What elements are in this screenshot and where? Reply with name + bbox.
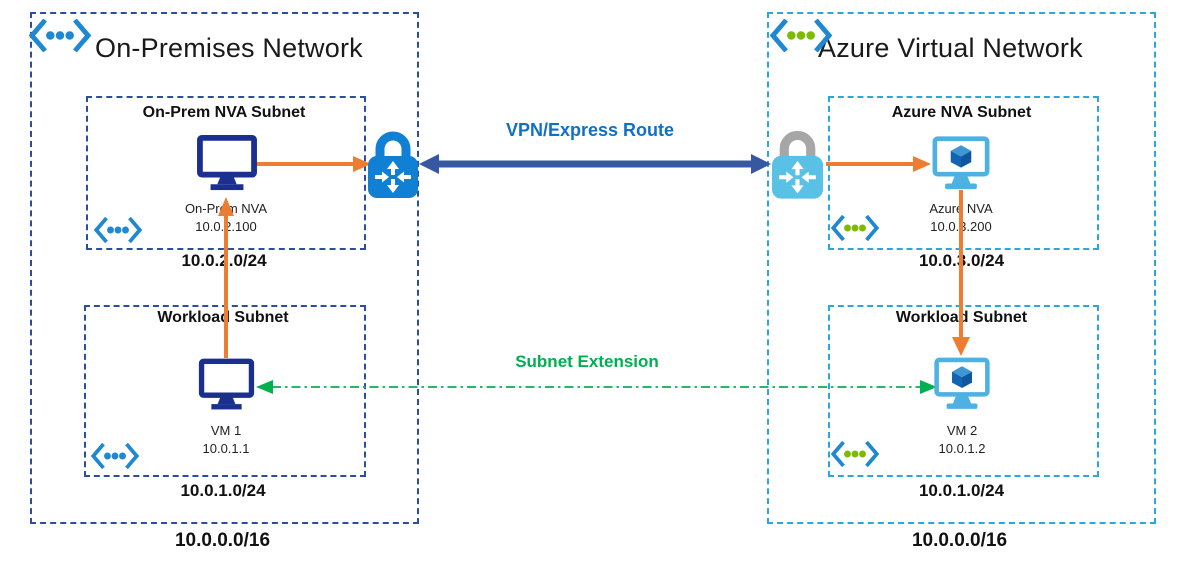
vm2-name: VM 2 xyxy=(946,423,978,438)
vpn-express-route-arrow xyxy=(419,154,771,174)
cube-glyph xyxy=(950,145,972,168)
azure-vnet-icon xyxy=(770,19,832,52)
vpn-express-route-label: VPN/Express Route xyxy=(505,120,675,140)
onprem-workload-subnet-icon xyxy=(91,443,139,469)
monitor-icon xyxy=(198,358,255,410)
subnet-icon xyxy=(94,217,142,243)
subnet-icon xyxy=(831,215,879,241)
azure-network-title: Azure Virtual Network xyxy=(818,33,1083,63)
onprem-network-box xyxy=(30,12,419,524)
onprem-nva-monitor-icon xyxy=(196,134,258,192)
onprem-workload-subnet-title: Workload Subnet xyxy=(157,309,289,326)
onprem-nva-subnet-title: On-Prem NVA Subnet xyxy=(142,104,306,121)
monitor-icon xyxy=(197,134,257,191)
azure-workload-subnet-icon xyxy=(831,441,879,467)
onprem-workload-subnet-cidr: 10.0.1.0/24 xyxy=(180,481,266,500)
azure-workload-subnet-cidr: 10.0.1.0/24 xyxy=(918,481,1005,500)
vm1-monitor-icon xyxy=(198,356,255,413)
azure-nva-subnet-icon xyxy=(831,215,879,241)
azure-workload-subnet-box xyxy=(828,305,1099,477)
vm2-azure-vm-icon xyxy=(933,355,991,412)
route-arrows-glyph xyxy=(779,160,816,194)
azure-vm-icon xyxy=(932,136,990,190)
lock-route-icon xyxy=(368,131,418,198)
onprem-nva-subnet-cidr: 10.0.2.0/24 xyxy=(181,251,267,270)
onprem-nva-subnet-icon xyxy=(94,217,142,243)
virtual-network-icon xyxy=(29,19,91,52)
azure-gateway-lock-icon xyxy=(771,128,824,200)
vm1-to-onprem-nva-arrow xyxy=(218,197,234,358)
azure-network-box xyxy=(767,12,1156,524)
onprem-gateway-lock-icon xyxy=(367,128,419,200)
azure-nva-subnet-box xyxy=(828,96,1099,250)
onprem-network-cidr: 10.0.0.0/16 xyxy=(174,530,271,551)
azure-nva-to-vm2-arrow xyxy=(952,190,970,356)
subnet-icon xyxy=(831,441,879,467)
gateway-to-azure-nva-arrow xyxy=(826,156,931,172)
onprem-nva-to-gateway-arrow xyxy=(257,156,371,172)
cube-glyph xyxy=(952,366,972,389)
route-arrows-glyph xyxy=(375,161,411,193)
subnet-extension-line xyxy=(256,380,937,394)
virtual-network-icon xyxy=(770,19,832,52)
vm2-ip: 10.0.1.2 xyxy=(938,441,986,456)
onprem-network-title: On-Premises Network xyxy=(95,33,363,63)
vm1-name: VM 1 xyxy=(210,423,242,438)
azure-network-cidr: 10.0.0.0/16 xyxy=(911,530,1008,551)
azure-nva-vm-icon xyxy=(931,135,991,191)
onprem-network-icon xyxy=(29,19,91,52)
vm1-ip: 10.0.1.1 xyxy=(202,441,250,456)
azure-nva-subnet-title: Azure NVA Subnet xyxy=(891,104,1032,121)
subnet-icon xyxy=(91,443,139,469)
subnet-extension-label: Subnet Extension xyxy=(515,352,659,371)
lock-route-icon xyxy=(772,130,823,199)
azure-vm-icon xyxy=(934,357,990,409)
